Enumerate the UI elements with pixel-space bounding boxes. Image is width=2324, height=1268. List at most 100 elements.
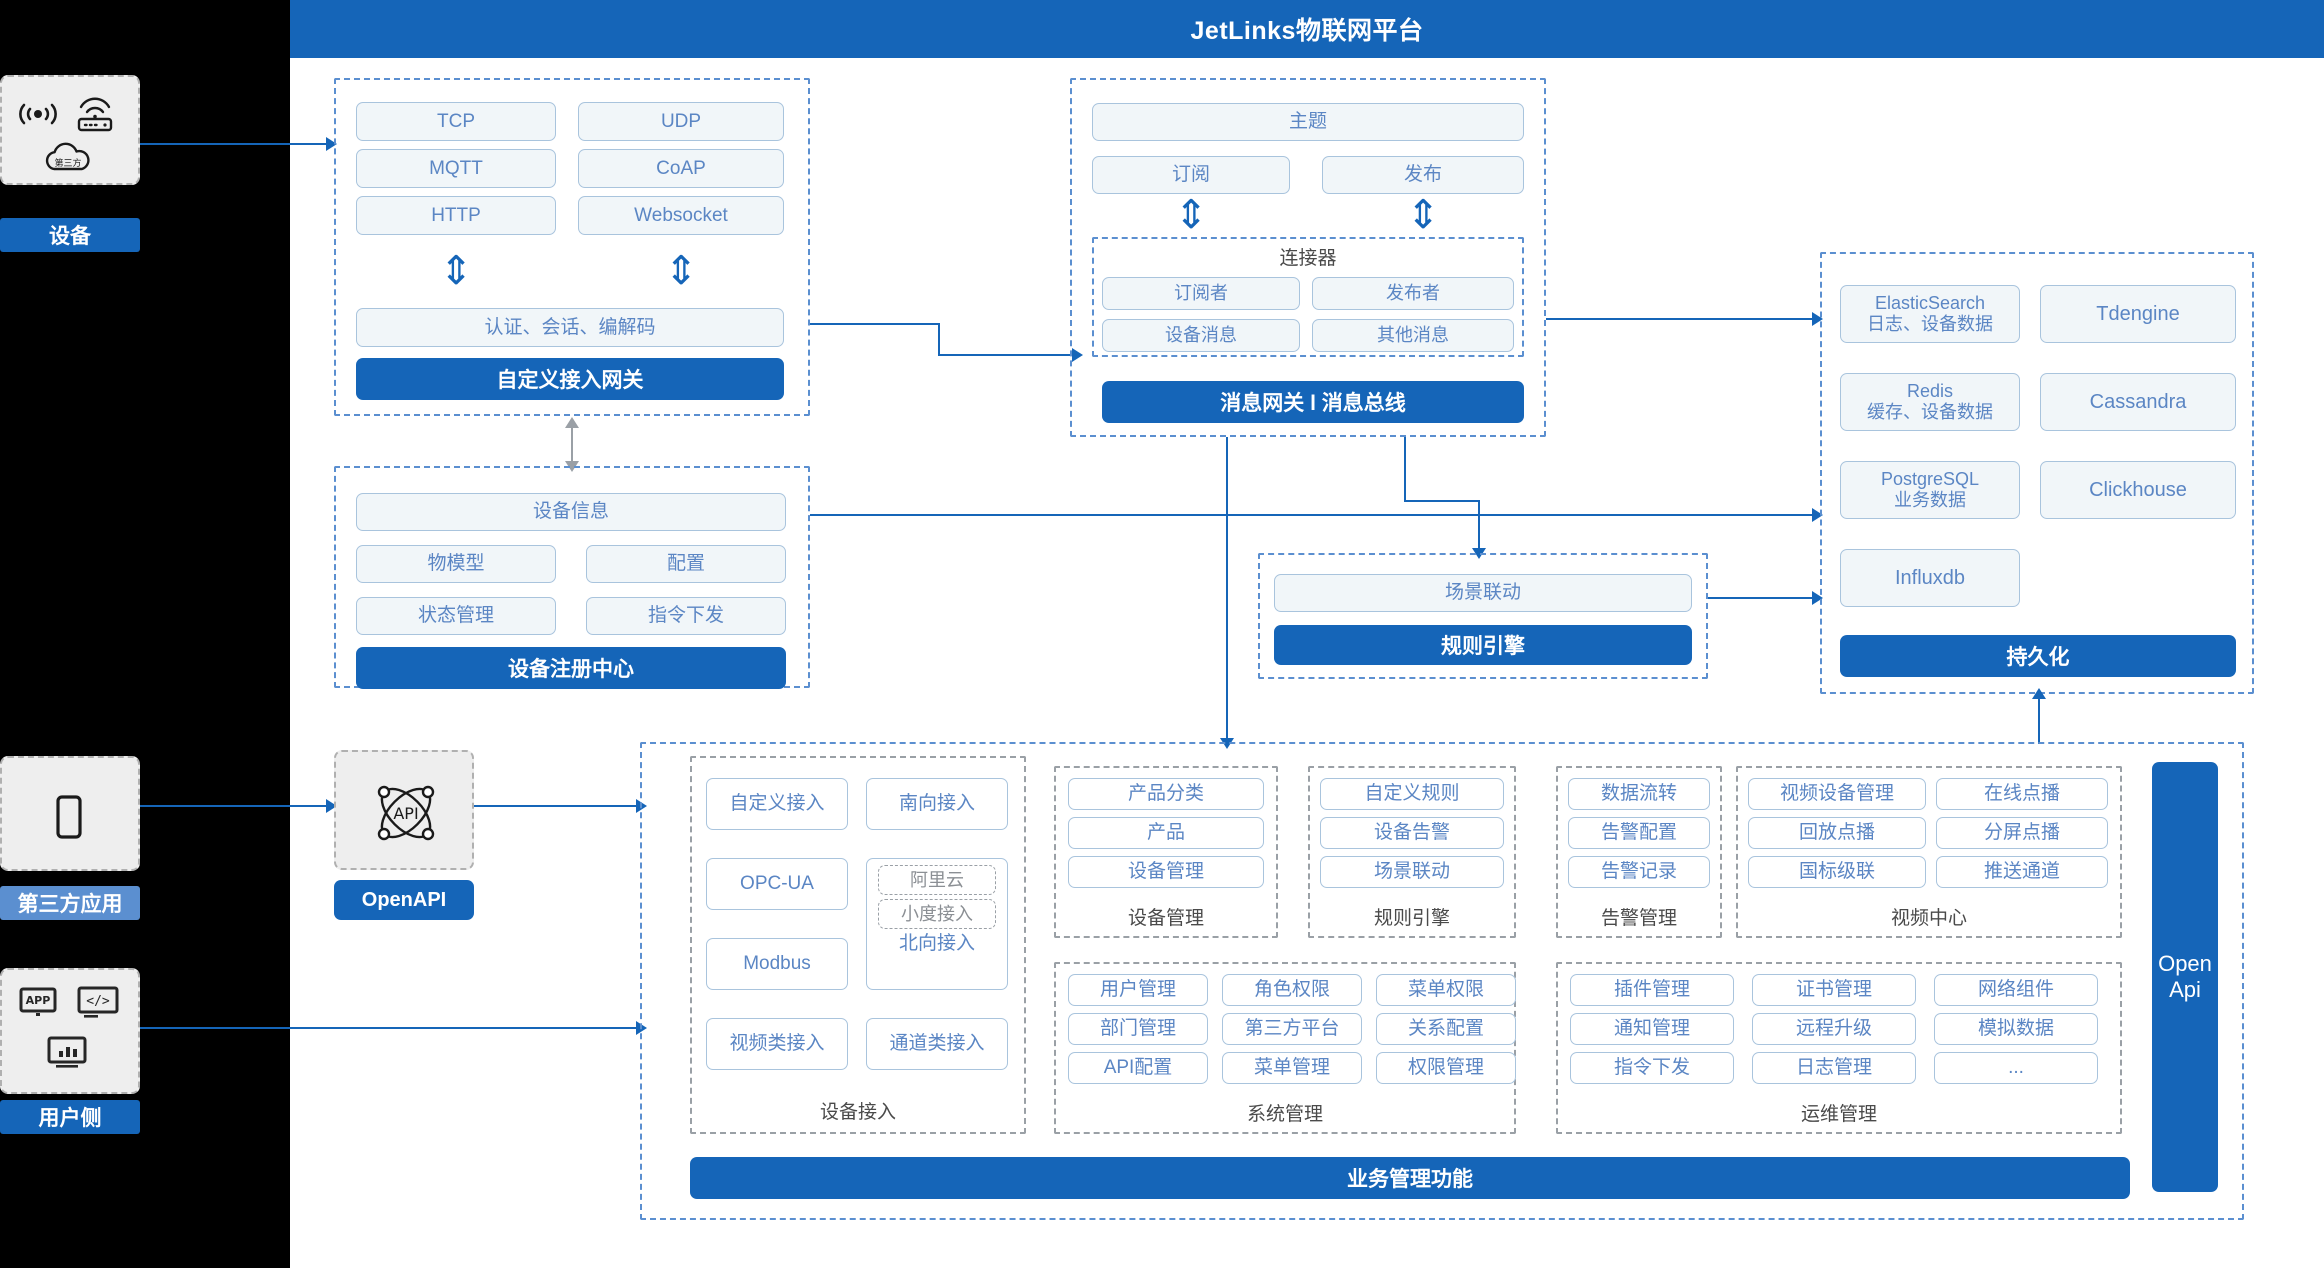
sm-permission-management[interactable]: 权限管理 <box>1376 1052 1516 1084</box>
dm-product-category[interactable]: 产品分类 <box>1068 778 1264 810</box>
da-video-access[interactable]: 视频类接入 <box>706 1018 848 1070</box>
om-notification-management[interactable]: 通知管理 <box>1570 1013 1734 1045</box>
db-tdengine[interactable]: Tdengine <box>2040 285 2236 343</box>
om-more[interactable]: ... <box>1934 1052 2098 1084</box>
connector-subscriber[interactable]: 订阅者 <box>1102 277 1300 310</box>
openapi-node-bar[interactable]: OpenAPI <box>334 880 474 920</box>
registry-device-info[interactable]: 设备信息 <box>356 493 786 531</box>
om-remote-upgrade[interactable]: 远程升级 <box>1752 1013 1916 1045</box>
svg-text:APP: APP <box>26 994 51 1007</box>
sm-department-management[interactable]: 部门管理 <box>1068 1013 1208 1045</box>
re-scene-linkage[interactable]: 场景联动 <box>1320 856 1504 888</box>
connector-gateway-to-bus-a <box>810 323 940 325</box>
registry-thing-model[interactable]: 物模型 <box>356 545 556 583</box>
vc-playback[interactable]: 回放点播 <box>1748 817 1926 849</box>
rule-scene-linkage[interactable]: 场景联动 <box>1274 574 1692 612</box>
openapi-vertical-bar[interactable]: Open Api <box>2152 762 2218 1192</box>
business-bar[interactable]: 业务管理功能 <box>690 1157 2130 1199</box>
sm-menu-permission[interactable]: 菜单权限 <box>1376 974 1516 1006</box>
connector-device-to-gateway <box>140 143 330 145</box>
protocol-mqtt[interactable]: MQTT <box>356 149 556 188</box>
openapi-vertical-line1: Open <box>2158 951 2212 976</box>
message-bus-bar[interactable]: 消息网关 l 消息总线 <box>1102 381 1524 423</box>
connector-device-message[interactable]: 设备消息 <box>1102 319 1300 352</box>
registry-config[interactable]: 配置 <box>586 545 786 583</box>
double-arrow-icon-left: ⇕ <box>439 248 473 294</box>
arrow-bus-to-persistence <box>1812 312 1823 326</box>
am-alarm-record[interactable]: 告警记录 <box>1568 856 1710 888</box>
connector-bus-to-business <box>1226 437 1228 742</box>
page-title: JetLinks物联网平台 <box>290 0 2324 58</box>
re-custom-rule[interactable]: 自定义规则 <box>1320 778 1504 810</box>
da-modbus[interactable]: Modbus <box>706 938 848 990</box>
db-elasticsearch[interactable]: ElasticSearch 日志、设备数据 <box>1840 285 2020 343</box>
alarm-management-title: 告警管理 <box>1600 908 1677 929</box>
business-group-device-management: 设备管理 <box>1054 766 1278 938</box>
om-log-management[interactable]: 日志管理 <box>1752 1052 1916 1084</box>
persistence-bar[interactable]: 持久化 <box>1840 635 2236 677</box>
vc-push-channel[interactable]: 推送通道 <box>1936 856 2108 888</box>
om-network-component[interactable]: 网络组件 <box>1934 974 2098 1006</box>
db-influxdb[interactable]: Influxdb <box>1840 549 2020 607</box>
topic-chip[interactable]: 主题 <box>1092 103 1524 141</box>
protocol-websocket[interactable]: Websocket <box>578 196 784 235</box>
rule-engine-group <box>1258 553 1708 679</box>
vc-split-screen-play[interactable]: 分屏点播 <box>1936 817 2108 849</box>
video-center-title: 视频中心 <box>1890 908 1967 929</box>
vc-gb-cascade[interactable]: 国标级联 <box>1748 856 1926 888</box>
db-cassandra[interactable]: Cassandra <box>2040 373 2236 431</box>
sm-relation-config[interactable]: 关系配置 <box>1376 1013 1516 1045</box>
rule-engine-bar[interactable]: 规则引擎 <box>1274 625 1692 665</box>
om-command-dispatch[interactable]: 指令下发 <box>1570 1052 1734 1084</box>
arrow-gateway-to-bus <box>1072 348 1083 362</box>
protocol-tcp[interactable]: TCP <box>356 102 556 141</box>
om-simulated-data[interactable]: 模拟数据 <box>1934 1013 2098 1045</box>
business-group-alarm-management: 告警管理 <box>1556 766 1722 938</box>
publish-chip[interactable]: 发布 <box>1322 156 1524 194</box>
sm-third-party-platform[interactable]: 第三方平台 <box>1222 1013 1362 1045</box>
registry-state-management[interactable]: 状态管理 <box>356 597 556 635</box>
device-management-title: 设备管理 <box>1127 908 1204 929</box>
connector-bus-to-rules-c <box>1478 500 1480 552</box>
da-northbound-box: 阿里云 小度接入 北向接入 <box>866 858 1008 990</box>
da-xiaodu[interactable]: 小度接入 <box>878 899 996 929</box>
db-elasticsearch-sub: 日志、设备数据 <box>1867 314 1993 334</box>
user-side-label: 用户侧 <box>0 1100 140 1134</box>
am-data-flow[interactable]: 数据流转 <box>1568 778 1710 810</box>
ops-management-title: 运维管理 <box>1800 1104 1877 1125</box>
om-plugin-management[interactable]: 插件管理 <box>1570 974 1734 1006</box>
gateway-middle-chip[interactable]: 认证、会话、编解码 <box>356 308 784 347</box>
dm-product[interactable]: 产品 <box>1068 817 1264 849</box>
protocol-http[interactable]: HTTP <box>356 196 556 235</box>
business-group-rule-engine: 规则引擎 <box>1308 766 1516 938</box>
am-alarm-config[interactable]: 告警配置 <box>1568 817 1710 849</box>
db-redis[interactable]: Redis 缓存、设备数据 <box>1840 373 2020 431</box>
da-custom-access[interactable]: 自定义接入 <box>706 778 848 830</box>
subscribe-chip[interactable]: 订阅 <box>1092 156 1290 194</box>
da-aliyun[interactable]: 阿里云 <box>878 865 996 895</box>
connector-gateway-to-bus-b <box>938 323 940 356</box>
da-southbound[interactable]: 南向接入 <box>866 778 1008 830</box>
da-channel-access[interactable]: 通道类接入 <box>866 1018 1008 1070</box>
db-clickhouse[interactable]: Clickhouse <box>2040 461 2236 519</box>
da-opcua[interactable]: OPC-UA <box>706 858 848 910</box>
connector-other-message[interactable]: 其他消息 <box>1312 319 1514 352</box>
device-registry-bar[interactable]: 设备注册中心 <box>356 647 786 689</box>
protocol-udp[interactable]: UDP <box>578 102 784 141</box>
sm-menu-management[interactable]: 菜单管理 <box>1222 1052 1362 1084</box>
om-certificate-management[interactable]: 证书管理 <box>1752 974 1916 1006</box>
registry-command-dispatch[interactable]: 指令下发 <box>586 597 786 635</box>
re-device-alarm[interactable]: 设备告警 <box>1320 817 1504 849</box>
sm-role-permission[interactable]: 角色权限 <box>1222 974 1362 1006</box>
sm-api-config[interactable]: API配置 <box>1068 1052 1208 1084</box>
dm-device-management[interactable]: 设备管理 <box>1068 856 1264 888</box>
sm-user-management[interactable]: 用户管理 <box>1068 974 1208 1006</box>
connector-publisher[interactable]: 发布者 <box>1312 277 1514 310</box>
protocol-coap[interactable]: CoAP <box>578 149 784 188</box>
gateway-bar[interactable]: 自定义接入网关 <box>356 358 784 400</box>
vc-online-play[interactable]: 在线点播 <box>1936 778 2108 810</box>
db-postgresql[interactable]: PostgreSQL 业务数据 <box>1840 461 2020 519</box>
business-group-system-management: 系统管理 <box>1054 962 1516 1134</box>
api-atom-icon: API <box>366 778 446 848</box>
vc-video-device-management[interactable]: 视频设备管理 <box>1748 778 1926 810</box>
